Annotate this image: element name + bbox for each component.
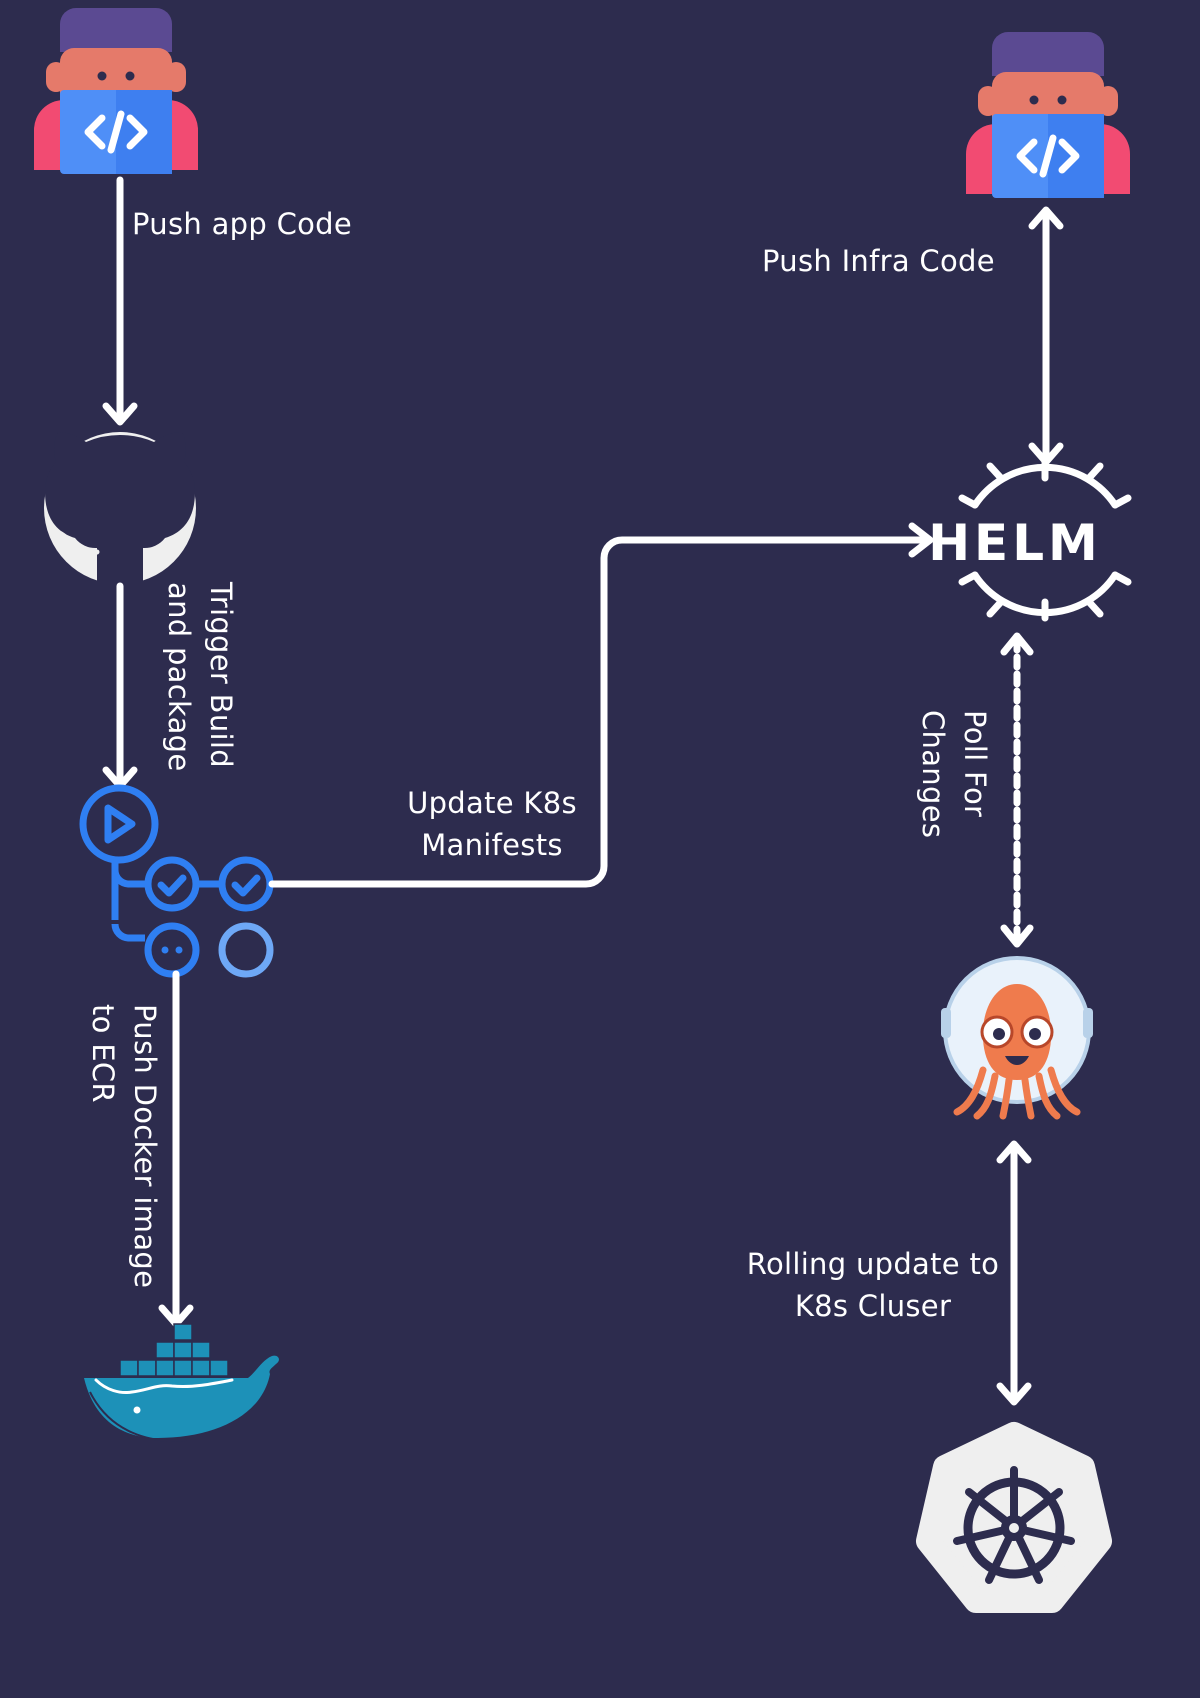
kubernetes-icon: [916, 1422, 1112, 1613]
label-push-app-code: Push app Code: [132, 207, 353, 241]
label-poll-changes-line2: Changes: [916, 710, 950, 839]
arrow-push-infra-code: [1028, 206, 1064, 466]
label-push-infra-code: Push Infra Code: [762, 244, 995, 278]
label-push-docker: Push Docker image to ECR: [82, 1004, 166, 1288]
label-push-docker-line1: Push Docker image: [128, 1004, 162, 1289]
label-push-docker-line2: to ECR: [86, 1004, 120, 1103]
label-update-manifests-line1: Update K8s: [407, 786, 577, 820]
github-actions-icon: [79, 784, 274, 978]
label-trigger-build-line1: Trigger Build: [204, 582, 238, 768]
label-update-manifests-line2: Manifests: [421, 828, 563, 862]
argocd-octopus-icon: [941, 956, 1093, 1120]
arrow-trigger-build: [102, 582, 138, 790]
developer-infra-icon: [966, 32, 1130, 198]
helm-logo-text: HELM: [928, 514, 1102, 572]
arrow-rolling-update: [996, 1140, 1032, 1406]
arrow-update-manifests: [268, 522, 934, 888]
arrow-push-app-code: [102, 176, 138, 426]
arrow-poll-changes: [1000, 632, 1034, 948]
helm-logo: HELM: [928, 458, 1132, 622]
docker-whale-icon: [84, 1323, 279, 1442]
label-rolling-update-line2: K8s Cluser: [794, 1289, 952, 1323]
arrow-push-docker: [158, 970, 194, 1328]
developer-app-icon: [34, 8, 198, 174]
label-rolling-update: Rolling update to K8s Cluser: [740, 1243, 1006, 1327]
label-poll-changes: Poll For Changes: [912, 710, 996, 838]
label-trigger-build: Trigger Build and package: [158, 582, 242, 772]
label-trigger-build-line2: and package: [162, 582, 196, 772]
label-rolling-update-line1: Rolling update to: [746, 1247, 1000, 1281]
label-poll-changes-line1: Poll For: [958, 710, 992, 818]
github-icon: [44, 432, 196, 584]
label-update-manifests: Update K8s Manifests: [402, 782, 582, 866]
